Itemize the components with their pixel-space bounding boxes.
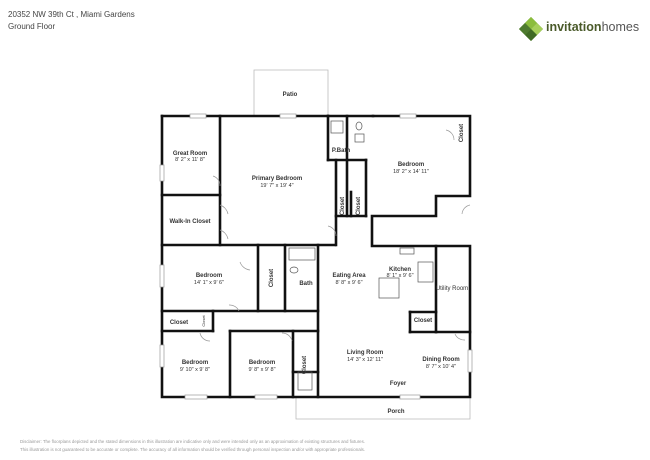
disclaimer-line-2: This illustration is not guaranteed to b… <box>20 447 366 452</box>
eating-area-label: Eating Area <box>332 273 366 279</box>
bath-label: Bath <box>299 281 313 287</box>
dining-room-label: Dining Room <box>422 357 459 363</box>
bedroom-w-dims: 14' 1" x 9' 6" <box>194 280 224 286</box>
bedroom-sw-dims: 9' 10" x 9' 8" <box>180 367 210 373</box>
primary-bedroom-dims: 19' 7" x 19' 4" <box>260 183 293 189</box>
porch-label: Porch <box>387 409 404 415</box>
bedroom-ne-label: Bedroom <box>398 162 424 168</box>
floor-level-label: Ground Floor <box>8 22 56 31</box>
bedroom-w-label: Bedroom <box>196 273 222 279</box>
utility-room-label: Utility Room <box>436 286 468 292</box>
walkin-closet-label: Walk-In Closet <box>169 219 210 225</box>
diamond-logo-icon <box>519 17 543 41</box>
kitchen-label: Kitchen <box>389 267 411 273</box>
closet-w-label: Closet <box>269 269 275 287</box>
closet-mid2-label: Closet <box>356 197 362 215</box>
dining-room-dims: 8' 7" x 10' 4" <box>426 364 456 370</box>
kitchen-dims: 8' 1" x 9' 6" <box>386 273 413 279</box>
brand-name-part2: homes <box>601 20 640 34</box>
closet-ne-label: Closet <box>459 124 465 142</box>
disclaimer-line-1: Disclaimer: The floorplans depicted and … <box>20 439 366 444</box>
brand-name: invitationhomes <box>546 20 639 34</box>
pbath-label: P.Bath <box>332 148 351 154</box>
living-room-dims: 14' 3" x 12' 11" <box>347 357 383 363</box>
closet-small-label: Closet <box>201 314 206 326</box>
bedroom-s-label: Bedroom <box>249 360 275 366</box>
primary-bedroom-label: Primary Bedroom <box>252 176 302 182</box>
closet-sw-label: Closet <box>170 320 188 326</box>
closet-s-label: Closet <box>302 356 308 374</box>
living-room-label: Living Room <box>347 350 383 356</box>
closet-mid1-label: Closet <box>340 197 346 215</box>
eating-area-dims: 8' 8" x 9' 6" <box>335 280 362 286</box>
foyer-label: Foyer <box>390 381 407 387</box>
bedroom-s-dims: 9' 8" x 9' 8" <box>248 367 275 373</box>
closet-kitchen-label: Closet <box>414 318 432 324</box>
great-room-dims: 8' 2" x 11' 8" <box>175 157 205 163</box>
great-room-label: Great Room <box>173 151 207 157</box>
bedroom-sw-label: Bedroom <box>182 360 208 366</box>
patio-label: Patio <box>283 92 298 98</box>
property-address: 20352 NW 39th Ct , Miami Gardens <box>8 10 135 19</box>
bedroom-ne-dims: 18' 2" x 14' 11" <box>393 169 429 175</box>
brand-name-part1: invitation <box>546 20 602 34</box>
